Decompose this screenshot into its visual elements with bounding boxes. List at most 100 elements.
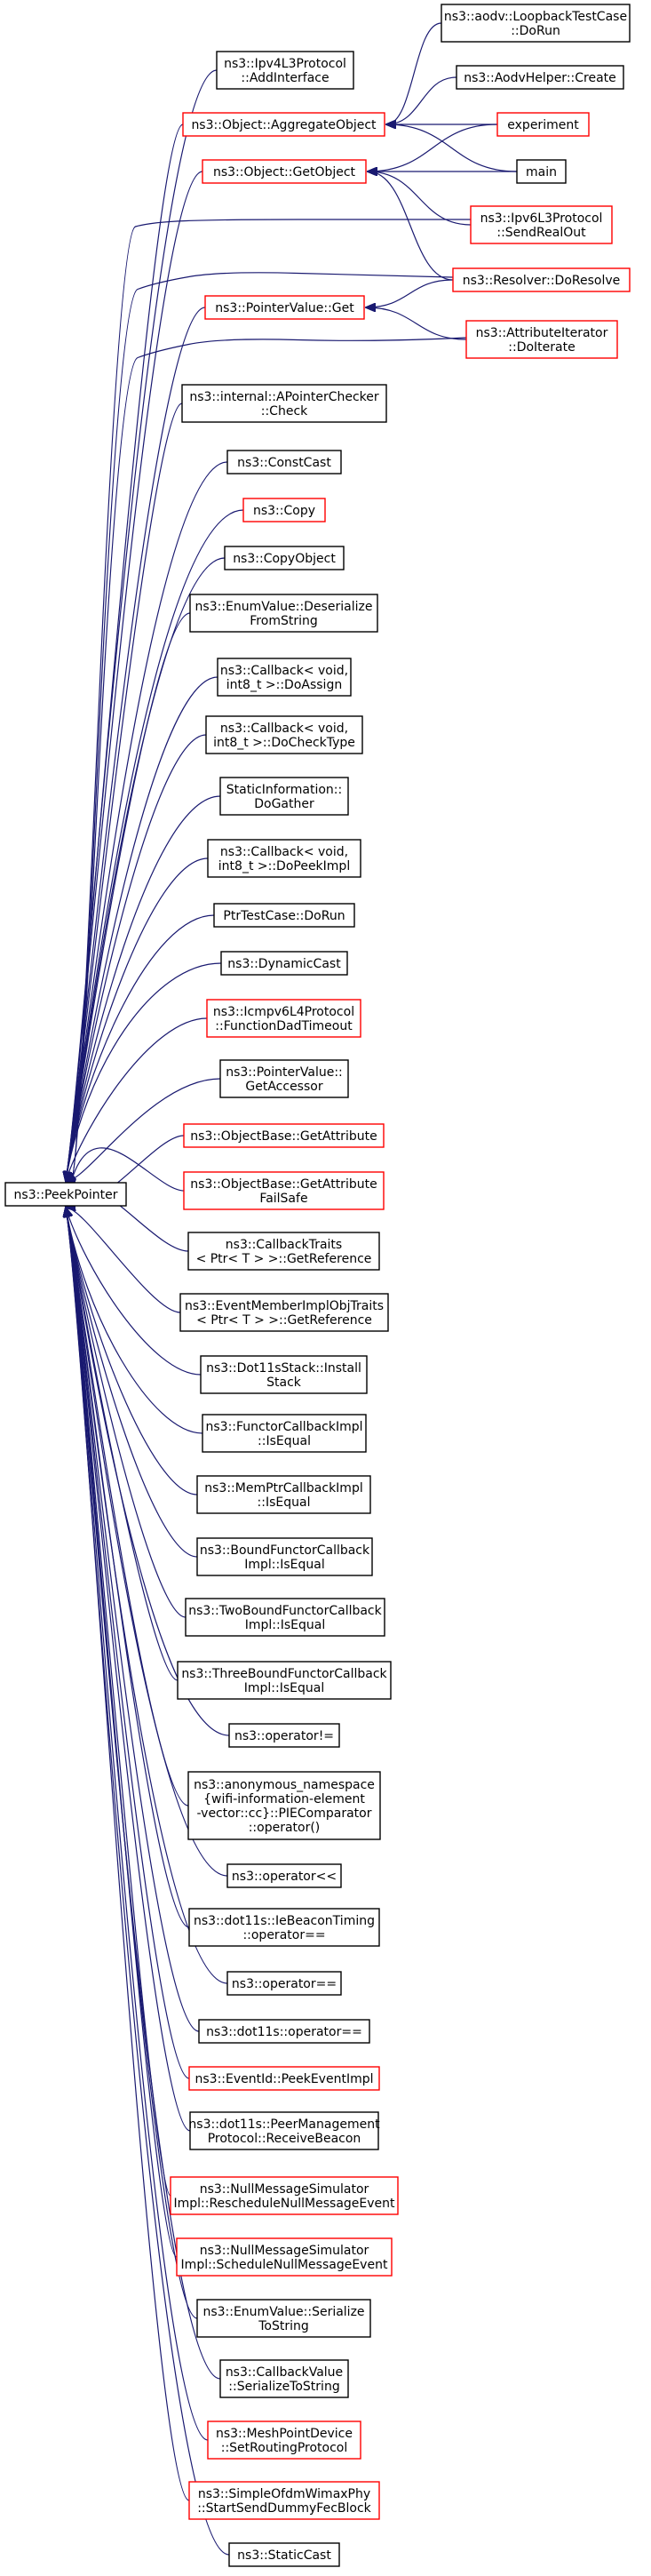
- node-peekpointer[interactable]: ns3::PeekPointer: [4, 1182, 127, 1207]
- node-main[interactable]: main: [516, 159, 567, 184]
- node-iebeacontiming-operator-eq[interactable]: ns3::dot11s::IeBeaconTiming::operator==: [188, 1908, 380, 1947]
- node-box: [207, 839, 361, 878]
- node-experiment[interactable]: experiment: [496, 112, 590, 137]
- node-staticcast[interactable]: ns3::StaticCast: [228, 2542, 340, 2567]
- node-eventmemberimplobjtraits-getreference[interactable]: ns3::EventMemberImplObjTraits< Ptr< T > …: [179, 1293, 389, 1332]
- node-box: [470, 205, 613, 244]
- node-label-line: PtrTestCase::DoRun: [223, 909, 345, 923]
- node-label-line: Impl::RescheduleNullMessageEvent: [173, 2197, 395, 2211]
- node-label-line: ::DoIterate: [508, 340, 575, 355]
- edge-loopbacktestcase-dorun-to-aggregateobject: [386, 22, 442, 124]
- node-box: [187, 1771, 381, 1840]
- node-dot11s-operator-eq[interactable]: ns3::dot11s::operator==: [198, 2019, 370, 2044]
- edge-staticcast-to-peekpointer: [66, 1208, 230, 2556]
- edges-layer: [66, 22, 518, 2556]
- nodes-layer: ns3::PeekPointer ns3::Ipv4L3Protocol::Add…: [4, 4, 631, 2567]
- node-attributeiterator-doiterate[interactable]: ns3::AttributeIterator::DoIterate: [465, 320, 618, 359]
- edge-callback-dopeekimpl-to-peekpointer: [66, 857, 209, 1181]
- node-label-line: ns3::EnumValue::Serialize: [202, 2305, 364, 2319]
- node-label-line: ns3::SimpleOfdmWimaxPhy: [198, 2487, 370, 2501]
- node-peermanagementprotocol-receivebeacon[interactable]: ns3::dot11s::PeerManagementProtocol::Rec…: [188, 2111, 380, 2150]
- node-piecomparator-operator[interactable]: ns3::anonymous_namespace{wifi-informatio…: [187, 1771, 381, 1840]
- node-operator-ne[interactable]: ns3::operator!=: [228, 1723, 340, 1748]
- node-box: [216, 51, 354, 90]
- edge-memptrcallbackimpl-isequal-to-peekpointer: [66, 1208, 198, 1495]
- edge-ipv6l3-sendrealout-to-getobject: [368, 171, 472, 226]
- node-label-line: ns3::Object::AggregateObject: [191, 118, 377, 132]
- node-eventid-peekeventimpl[interactable]: ns3::EventId::PeekEventImpl: [188, 2066, 380, 2091]
- node-callback-dochecktype[interactable]: ns3::Callback< void,int8_t >::DoCheckTyp…: [205, 715, 363, 754]
- node-functorcallbackimpl-isequal[interactable]: ns3::FunctorCallbackImpl::IsEqual: [202, 1414, 367, 1453]
- node-objectbase-getattribute[interactable]: ns3::ObjectBase::GetAttribute: [183, 1123, 385, 1148]
- node-label-line: ::FunctionDadTimeout: [215, 1019, 353, 1033]
- edge-eventmemberimplobjtraits-getreference-to-peekpointer: [66, 1208, 181, 1313]
- node-apointerchecker-check[interactable]: ns3::internal::APointerChecker::Check: [181, 384, 387, 423]
- node-label-line: ns3::Callback< void,: [220, 722, 348, 736]
- edge-staticinformation-dogather-to-peekpointer: [66, 795, 221, 1181]
- node-label-line: -vector::cc}::PIEComparator: [196, 1806, 371, 1821]
- node-meshpointdevice-setroutingprotocol[interactable]: ns3::MeshPointDevice::SetRoutingProtocol: [207, 2420, 361, 2460]
- node-box: [465, 320, 618, 359]
- node-box: [228, 2542, 340, 2567]
- node-callback-doassign[interactable]: ns3::Callback< void,int8_t >::DoAssign: [217, 658, 352, 697]
- node-resolver-doresolve[interactable]: ns3::Resolver::DoResolve: [452, 267, 631, 292]
- node-label-line: ::AddInterface: [241, 71, 329, 85]
- node-aodvhelper-create[interactable]: ns3::AodvHelper::Create: [456, 65, 624, 90]
- node-pointervalue-get[interactable]: ns3::PointerValue::Get: [204, 295, 365, 320]
- node-box: [4, 1182, 127, 1207]
- edge-operator-ne-to-peekpointer: [66, 1208, 230, 1736]
- node-getobject[interactable]: ns3::Object::GetObject: [202, 159, 367, 184]
- node-label-line: ::Check: [261, 404, 308, 419]
- node-label-line: ns3::Ipv6L3Protocol: [480, 211, 603, 226]
- node-enumvalue-serializetostring[interactable]: ns3::EnumValue::SerializeToString: [196, 2299, 371, 2338]
- node-staticinformation-dogather[interactable]: StaticInformation::DoGather: [219, 777, 349, 816]
- edge-apointerchecker-check-to-peekpointer: [66, 403, 183, 1181]
- node-label-line: ns3::Callback< void,: [220, 845, 348, 859]
- node-box: [196, 2299, 371, 2338]
- edge-dot11sstack-installstack-to-peekpointer: [66, 1208, 202, 1376]
- node-label-line: ns3::CallbackTraits: [226, 1238, 342, 1252]
- node-nullmessagesimulatorimpl-reschedule[interactable]: ns3::NullMessageSimulatorImpl::Reschedul…: [170, 2176, 399, 2215]
- node-callbackvalue-serializetostring[interactable]: ns3::CallbackValue::SerializeToString: [219, 2359, 349, 2398]
- node-box: [242, 498, 326, 522]
- node-nullmessagesimulatorimpl-schedule[interactable]: ns3::NullMessageSimulatorImpl::ScheduleN…: [176, 2237, 393, 2277]
- node-loopbacktestcase-dorun[interactable]: ns3::aodv::LoopbackTestCase::DoRun: [441, 4, 631, 43]
- node-operator-shl[interactable]: ns3::operator<<: [226, 1863, 342, 1888]
- edge-twoboundfunctorcallbackimpl-isequal-to-peekpointer: [66, 1208, 187, 1618]
- node-copyobject[interactable]: ns3::CopyObject: [224, 546, 345, 570]
- node-copy[interactable]: ns3::Copy: [242, 498, 326, 522]
- node-operator-eq[interactable]: ns3::operator==: [226, 1971, 342, 1996]
- node-ipv6l3-sendrealout[interactable]: ns3::Ipv6L3Protocol::SendRealOut: [470, 205, 613, 244]
- edge-resolver-doresolve-to-peekpointer: [66, 272, 454, 1181]
- node-callbacktraits-getreference[interactable]: ns3::CallbackTraits< Ptr< T > >::GetRefe…: [187, 1232, 380, 1271]
- node-threeboundfunctorcallbackimpl-isequal[interactable]: ns3::ThreeBoundFunctorCallbackImpl::IsEq…: [177, 1661, 392, 1700]
- node-label-line: ::DoRun: [511, 24, 560, 38]
- node-icmpv6l4-functiondadtimeout[interactable]: ns3::Icmpv6L4Protocol::FunctionDadTimeou…: [206, 999, 361, 1038]
- node-ipv4l3-addinterface[interactable]: ns3::Ipv4L3Protocol::AddInterface: [216, 51, 354, 90]
- node-label-line: < Ptr< T > >::GetReference: [196, 1313, 372, 1328]
- node-label-line: Protocol::ReceiveBeacon: [208, 2132, 361, 2146]
- node-box: [219, 1059, 349, 1098]
- node-memptrcallbackimpl-isequal[interactable]: ns3::MemPtrCallbackImpl::IsEqual: [196, 1475, 371, 1514]
- node-label-line: int8_t >::DoAssign: [226, 678, 342, 692]
- node-box: [205, 715, 363, 754]
- node-pointervalue-getaccessor[interactable]: ns3::PointerValue::GetAccessor: [219, 1059, 349, 1098]
- node-box: [224, 546, 345, 570]
- node-dynamiccast[interactable]: ns3::DynamicCast: [220, 951, 348, 976]
- node-ptrtestcase-dorun[interactable]: PtrTestCase::DoRun: [213, 903, 355, 928]
- node-label-line: ns3::StaticCast: [237, 2548, 331, 2563]
- node-callback-dopeekimpl[interactable]: ns3::Callback< void,int8_t >::DoPeekImpl: [207, 839, 361, 878]
- node-constcast[interactable]: ns3::ConstCast: [226, 450, 342, 475]
- node-simpleofdmwimaxphy-startsenddummyfecblock[interactable]: ns3::SimpleOfdmWimaxPhy::StartSendDummyF…: [188, 2481, 380, 2520]
- node-label-line: ::operator(): [249, 1821, 321, 1835]
- node-twoboundfunctorcallbackimpl-isequal[interactable]: ns3::TwoBoundFunctorCallbackImpl::IsEqua…: [185, 1598, 385, 1637]
- node-aggregateobject[interactable]: ns3::Object::AggregateObject: [182, 112, 385, 137]
- node-box: [177, 1661, 392, 1700]
- node-box: [188, 2481, 380, 2520]
- node-label-line: ns3::MeshPointDevice: [216, 2427, 353, 2441]
